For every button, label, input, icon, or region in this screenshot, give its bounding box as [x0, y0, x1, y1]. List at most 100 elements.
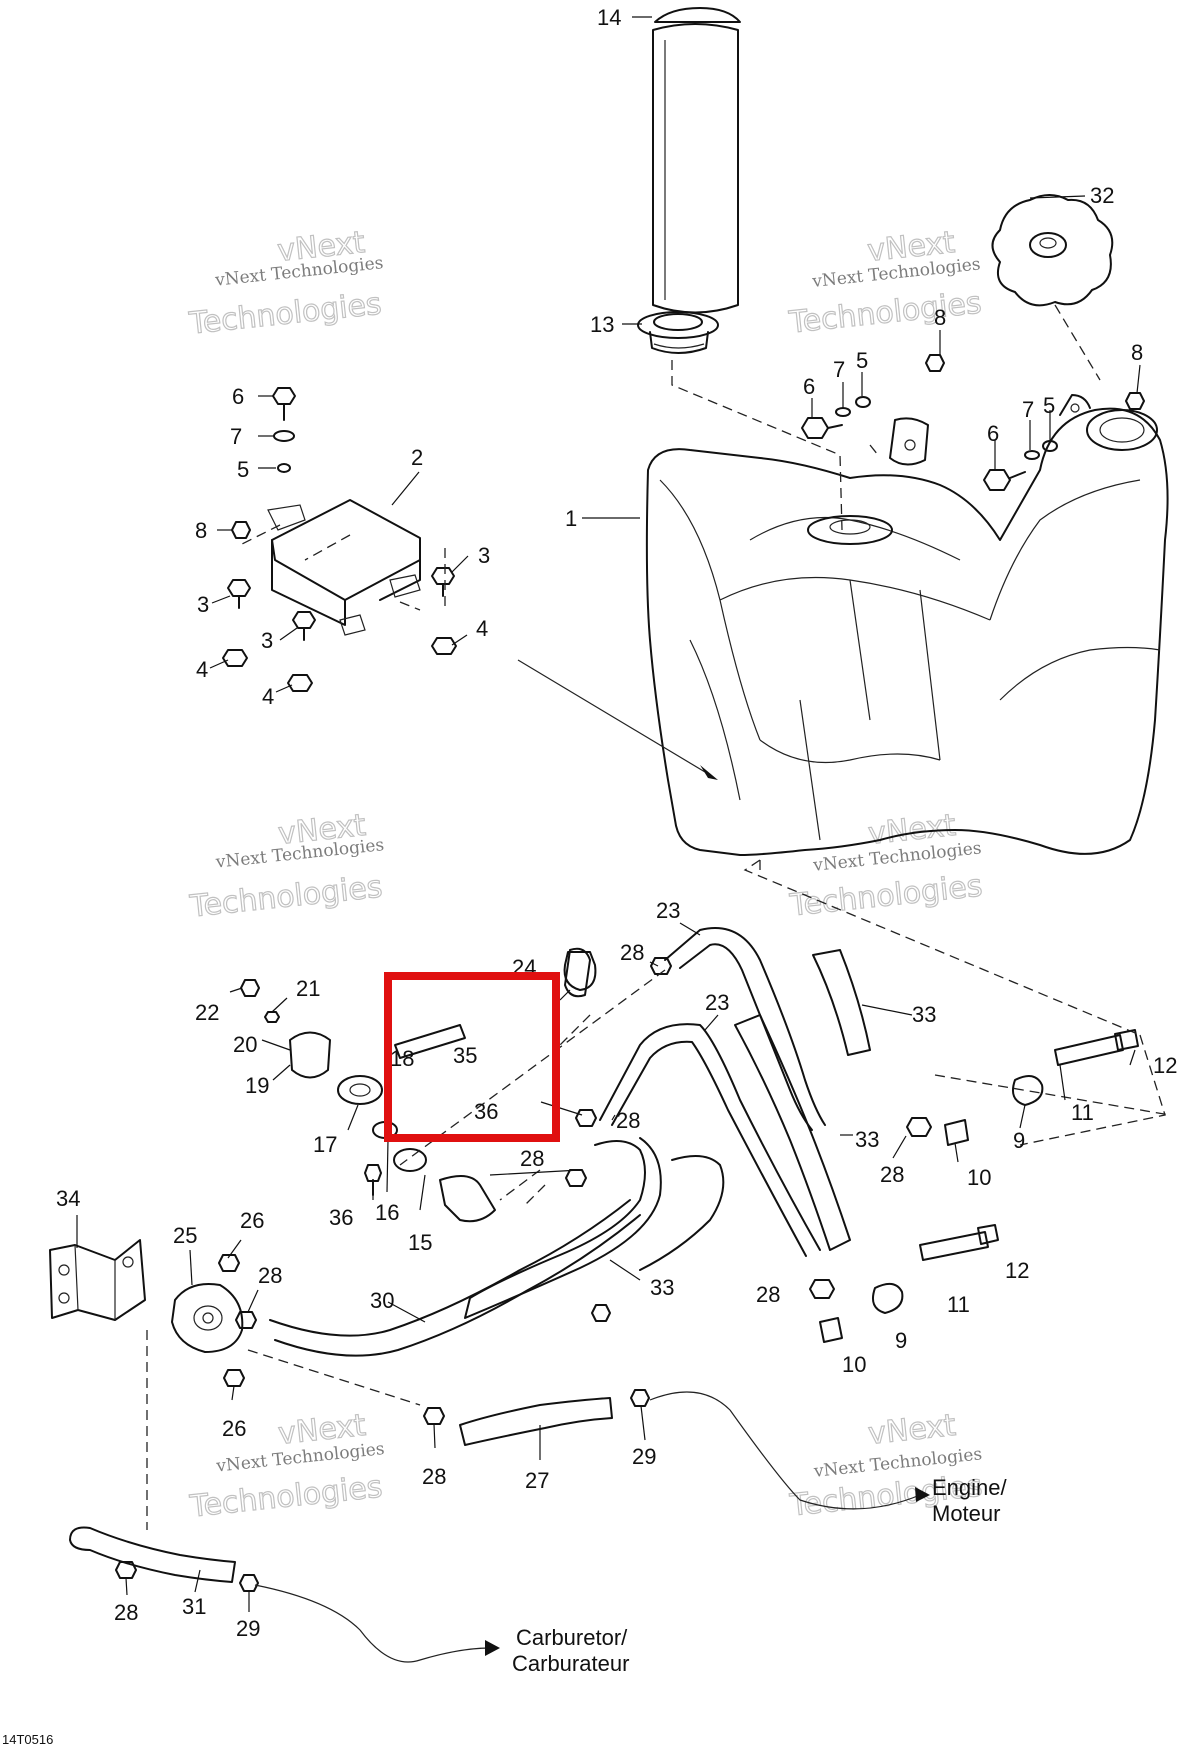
callout-label: 29 — [632, 1444, 656, 1469]
part-filler-tube — [652, 7, 741, 314]
callout-label: 10 — [842, 1352, 866, 1377]
callout-label: 13 — [590, 312, 614, 337]
callout-label: 6 — [803, 374, 815, 399]
callout-label: 22 — [195, 1000, 219, 1025]
callout-label: 35 — [453, 1043, 477, 1068]
callout-label: 4 — [262, 684, 274, 709]
drawing-reference-code: 14T0516 — [2, 1732, 53, 1747]
destination-engine-fr: Moteur — [932, 1501, 1000, 1526]
callout-label: 29 — [236, 1616, 260, 1641]
part-bracket — [267, 499, 421, 636]
callout-label: 4 — [196, 657, 208, 682]
svg-text:Technologies: Technologies — [787, 286, 983, 341]
callout-label: 11 — [1071, 1100, 1094, 1125]
svg-text:Technologies: Technologies — [788, 869, 984, 924]
part-fasteners-tank-left — [801, 354, 945, 439]
callout-label: 3 — [197, 592, 209, 617]
watermark: vNext Technologies vNext Technologies — [187, 1407, 385, 1525]
assembly-lines — [146, 304, 1171, 1530]
direction-arrows — [485, 765, 930, 1656]
callout-labels: 14 13 32 8 7 5 6 8 7 5 6 1 6 7 5 2 8 3 3… — [56, 5, 1177, 1641]
callout-label: 3 — [478, 543, 490, 568]
callout-label: 8 — [1131, 340, 1143, 365]
callout-label: 9 — [895, 1328, 907, 1353]
callout-label: 30 — [370, 1288, 394, 1313]
callout-label: 23 — [705, 990, 729, 1015]
callout-label: 28 — [114, 1600, 138, 1625]
callout-label: 27 — [525, 1468, 549, 1493]
callout-label: 25 — [173, 1223, 197, 1248]
destination-carb-en: Carburetor/ — [516, 1625, 628, 1650]
watermark: vNext Technologies vNext Technologies — [187, 807, 385, 925]
callout-label: 9 — [1013, 1128, 1025, 1153]
callout-label: 7 — [833, 357, 845, 382]
watermark: vNext Technologies vNext Technologies — [186, 224, 384, 342]
callout-label: 33 — [912, 1002, 936, 1027]
callout-label: 16 — [375, 1200, 399, 1225]
callout-label: 12 — [1005, 1258, 1029, 1283]
callout-label: 33 — [650, 1275, 674, 1300]
callout-label: 28 — [620, 940, 644, 965]
callout-label: 6 — [987, 421, 999, 446]
callout-label: 1 — [565, 506, 577, 531]
watermark: vNext Technologies vNext Technologies — [787, 807, 985, 924]
callout-label: 14 — [597, 5, 621, 30]
callout-leaders — [76, 16, 1141, 1612]
callout-label: 17 — [313, 1132, 337, 1157]
callout-label: 5 — [237, 457, 249, 482]
callout-label: 12 — [1153, 1053, 1177, 1078]
callout-label: 28 — [520, 1146, 544, 1171]
highlight-box — [384, 972, 560, 1142]
routing-lines — [254, 659, 921, 1663]
callout-label: 28 — [422, 1464, 446, 1489]
callout-label: 7 — [230, 424, 242, 449]
part-bracket-hardware — [222, 387, 457, 692]
callout-label: 6 — [232, 384, 244, 409]
part-mounting-bracket — [49, 1239, 146, 1321]
callout-label: 28 — [258, 1263, 282, 1288]
part-fuel-pump-assembly — [240, 947, 591, 1223]
callout-label: 8 — [934, 305, 946, 330]
svg-text:Technologies: Technologies — [187, 287, 383, 342]
part-hoses — [69, 927, 871, 1583]
callout-label: 28 — [880, 1162, 904, 1187]
callout-label: 26 — [222, 1416, 246, 1441]
callout-label: 32 — [1090, 183, 1114, 208]
destination-engine-en: Engine/ — [932, 1475, 1008, 1500]
callout-label: 21 — [296, 976, 320, 1001]
callout-label: 23 — [656, 898, 680, 923]
callout-label: 20 — [233, 1032, 257, 1057]
callout-label: 26 — [240, 1208, 264, 1233]
callout-label: 4 — [476, 616, 488, 641]
callout-label: 10 — [967, 1165, 991, 1190]
destination-labels: Engine/ Moteur Carburetor/ Carburateur — [512, 1475, 1008, 1676]
callout-label: 11 — [947, 1292, 970, 1317]
callout-label: 3 — [261, 628, 273, 653]
callout-label: 28 — [616, 1108, 640, 1133]
callout-label: 8 — [195, 518, 207, 543]
part-fuel-tank — [645, 394, 1169, 856]
part-fuel-cap — [991, 194, 1114, 307]
callout-label: 34 — [56, 1186, 80, 1211]
callout-label: 18 — [390, 1046, 414, 1071]
part-fuel-filter — [171, 1283, 244, 1353]
callout-label: 33 — [855, 1127, 879, 1152]
callout-label: 36 — [329, 1205, 353, 1230]
callout-label: 15 — [408, 1230, 432, 1255]
svg-text:Technologies: Technologies — [188, 870, 384, 925]
watermark: vNext Technologies vNext Technologies — [786, 224, 984, 341]
svg-text:Technologies: Technologies — [188, 1470, 384, 1525]
callout-label: 5 — [856, 348, 868, 373]
callout-label: 2 — [411, 445, 423, 470]
part-grommet — [637, 311, 719, 354]
part-fittings — [115, 957, 1139, 1592]
callout-label: 28 — [756, 1282, 780, 1307]
callout-label: 36 — [474, 1099, 498, 1124]
callout-label: 5 — [1043, 393, 1055, 418]
callout-label: 31 — [182, 1594, 206, 1619]
part-hose-clip — [563, 951, 597, 991]
svg-text:vNext: vNext — [867, 1408, 958, 1452]
callout-label: 19 — [245, 1073, 269, 1098]
callout-label: 7 — [1022, 397, 1034, 422]
